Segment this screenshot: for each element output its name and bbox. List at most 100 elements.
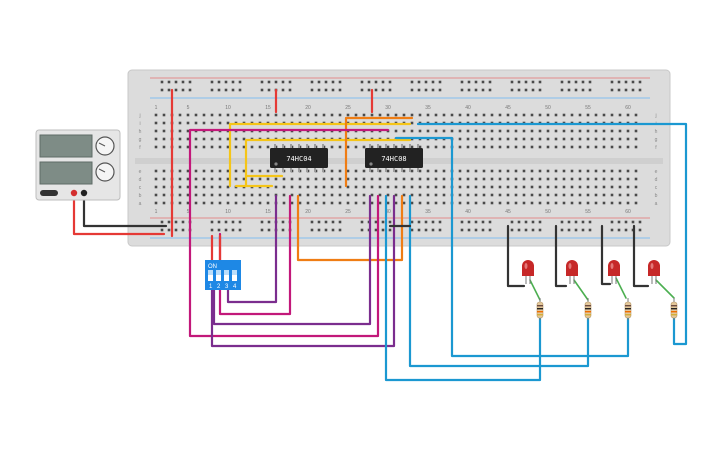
breadboard-hole[interactable] [586, 145, 590, 149]
rail-hole[interactable] [331, 88, 335, 92]
rail-hole[interactable] [524, 220, 528, 224]
breadboard-hole[interactable] [410, 169, 414, 173]
breadboard-hole[interactable] [306, 177, 310, 181]
breadboard-hole[interactable] [354, 113, 358, 117]
breadboard-hole[interactable] [186, 185, 190, 189]
breadboard-hole[interactable] [458, 145, 462, 149]
breadboard-hole[interactable] [570, 113, 574, 117]
rail-hole[interactable] [167, 228, 171, 232]
breadboard-hole[interactable] [322, 201, 326, 205]
breadboard-hole[interactable] [538, 145, 542, 149]
wire-black-led-1[interactable] [506, 224, 526, 288]
rail-hole[interactable] [624, 228, 628, 232]
breadboard-hole[interactable] [226, 185, 230, 189]
wire-yellow-1[interactable] [228, 122, 412, 188]
breadboard-hole[interactable] [514, 113, 518, 117]
breadboard-hole[interactable] [458, 201, 462, 205]
breadboard-hole[interactable] [546, 113, 550, 117]
wire-yellow-2[interactable] [244, 138, 412, 188]
breadboard-hole[interactable] [330, 185, 334, 189]
breadboard-hole[interactable] [498, 193, 502, 197]
breadboard-hole[interactable] [466, 129, 470, 133]
breadboard-hole[interactable] [570, 177, 574, 181]
breadboard-hole[interactable] [410, 201, 414, 205]
breadboard-hole[interactable] [258, 145, 262, 149]
breadboard-hole[interactable] [570, 201, 574, 205]
breadboard-hole[interactable] [466, 177, 470, 181]
rail-hole[interactable] [610, 88, 614, 92]
breadboard-hole[interactable] [346, 201, 350, 205]
breadboard-hole[interactable] [578, 169, 582, 173]
breadboard-hole[interactable] [426, 177, 430, 181]
breadboard-hole[interactable] [490, 145, 494, 149]
breadboard-hole[interactable] [370, 193, 374, 197]
breadboard-hole[interactable] [442, 201, 446, 205]
breadboard-hole[interactable] [602, 169, 606, 173]
rail-hole[interactable] [217, 220, 221, 224]
breadboard-hole[interactable] [266, 113, 270, 117]
breadboard-hole[interactable] [250, 113, 254, 117]
rail-hole[interactable] [317, 88, 321, 92]
rail-hole[interactable] [481, 220, 485, 224]
breadboard-hole[interactable] [218, 121, 222, 125]
breadboard-hole[interactable] [474, 193, 478, 197]
breadboard-hole[interactable] [226, 121, 230, 125]
breadboard-hole[interactable] [522, 129, 526, 133]
rail-hole[interactable] [374, 228, 378, 232]
rail-hole[interactable] [617, 80, 621, 84]
breadboard-hole[interactable] [242, 113, 246, 117]
breadboard-hole[interactable] [554, 145, 558, 149]
breadboard-hole[interactable] [442, 169, 446, 173]
breadboard-hole[interactable] [178, 137, 182, 141]
breadboard-hole[interactable] [370, 177, 374, 181]
breadboard-hole[interactable] [498, 177, 502, 181]
led-red[interactable] [522, 260, 534, 276]
breadboard-hole[interactable] [450, 113, 454, 117]
breadboard-hole[interactable] [498, 185, 502, 189]
chip-74hc04[interactable]: 74HC04 [270, 148, 328, 168]
breadboard-hole[interactable] [194, 177, 198, 181]
breadboard-hole[interactable] [402, 169, 406, 173]
breadboard-hole[interactable] [562, 177, 566, 181]
rail-hole[interactable] [481, 228, 485, 232]
breadboard-hole[interactable] [522, 145, 526, 149]
breadboard-hole[interactable] [434, 129, 438, 133]
rail-hole[interactable] [367, 88, 371, 92]
rail-hole[interactable] [588, 80, 592, 84]
rail-hole[interactable] [538, 88, 542, 92]
breadboard-hole[interactable] [554, 193, 558, 197]
breadboard-hole[interactable] [482, 169, 486, 173]
rail-hole[interactable] [410, 228, 414, 232]
breadboard-hole[interactable] [434, 169, 438, 173]
breadboard-hole[interactable] [482, 193, 486, 197]
rail-hole[interactable] [588, 220, 592, 224]
rail-hole[interactable] [331, 220, 335, 224]
rail-hole[interactable] [210, 220, 214, 224]
breadboard-hole[interactable] [538, 185, 542, 189]
breadboard-hole[interactable] [514, 145, 518, 149]
rail-hole[interactable] [388, 228, 392, 232]
rail-hole[interactable] [524, 80, 528, 84]
breadboard-hole[interactable] [386, 145, 390, 149]
rail-hole[interactable] [517, 228, 521, 232]
rail-hole[interactable] [174, 88, 178, 92]
breadboard-hole[interactable] [266, 169, 270, 173]
rail-hole[interactable] [238, 220, 242, 224]
breadboard-hole[interactable] [506, 201, 510, 205]
breadboard-hole[interactable] [162, 113, 166, 117]
breadboard-hole[interactable] [538, 129, 542, 133]
breadboard-hole[interactable] [586, 177, 590, 181]
breadboard-hole[interactable] [402, 193, 406, 197]
breadboard-hole[interactable] [530, 145, 534, 149]
breadboard-hole[interactable] [282, 193, 286, 197]
breadboard-hole[interactable] [210, 193, 214, 197]
breadboard-hole[interactable] [346, 145, 350, 149]
breadboard-hole[interactable] [554, 169, 558, 173]
rail-hole[interactable] [438, 88, 442, 92]
breadboard-hole[interactable] [274, 113, 278, 117]
breadboard-hole[interactable] [162, 169, 166, 173]
breadboard-hole[interactable] [562, 113, 566, 117]
breadboard-hole[interactable] [338, 145, 342, 149]
breadboard-hole[interactable] [282, 113, 286, 117]
rail-hole[interactable] [574, 88, 578, 92]
